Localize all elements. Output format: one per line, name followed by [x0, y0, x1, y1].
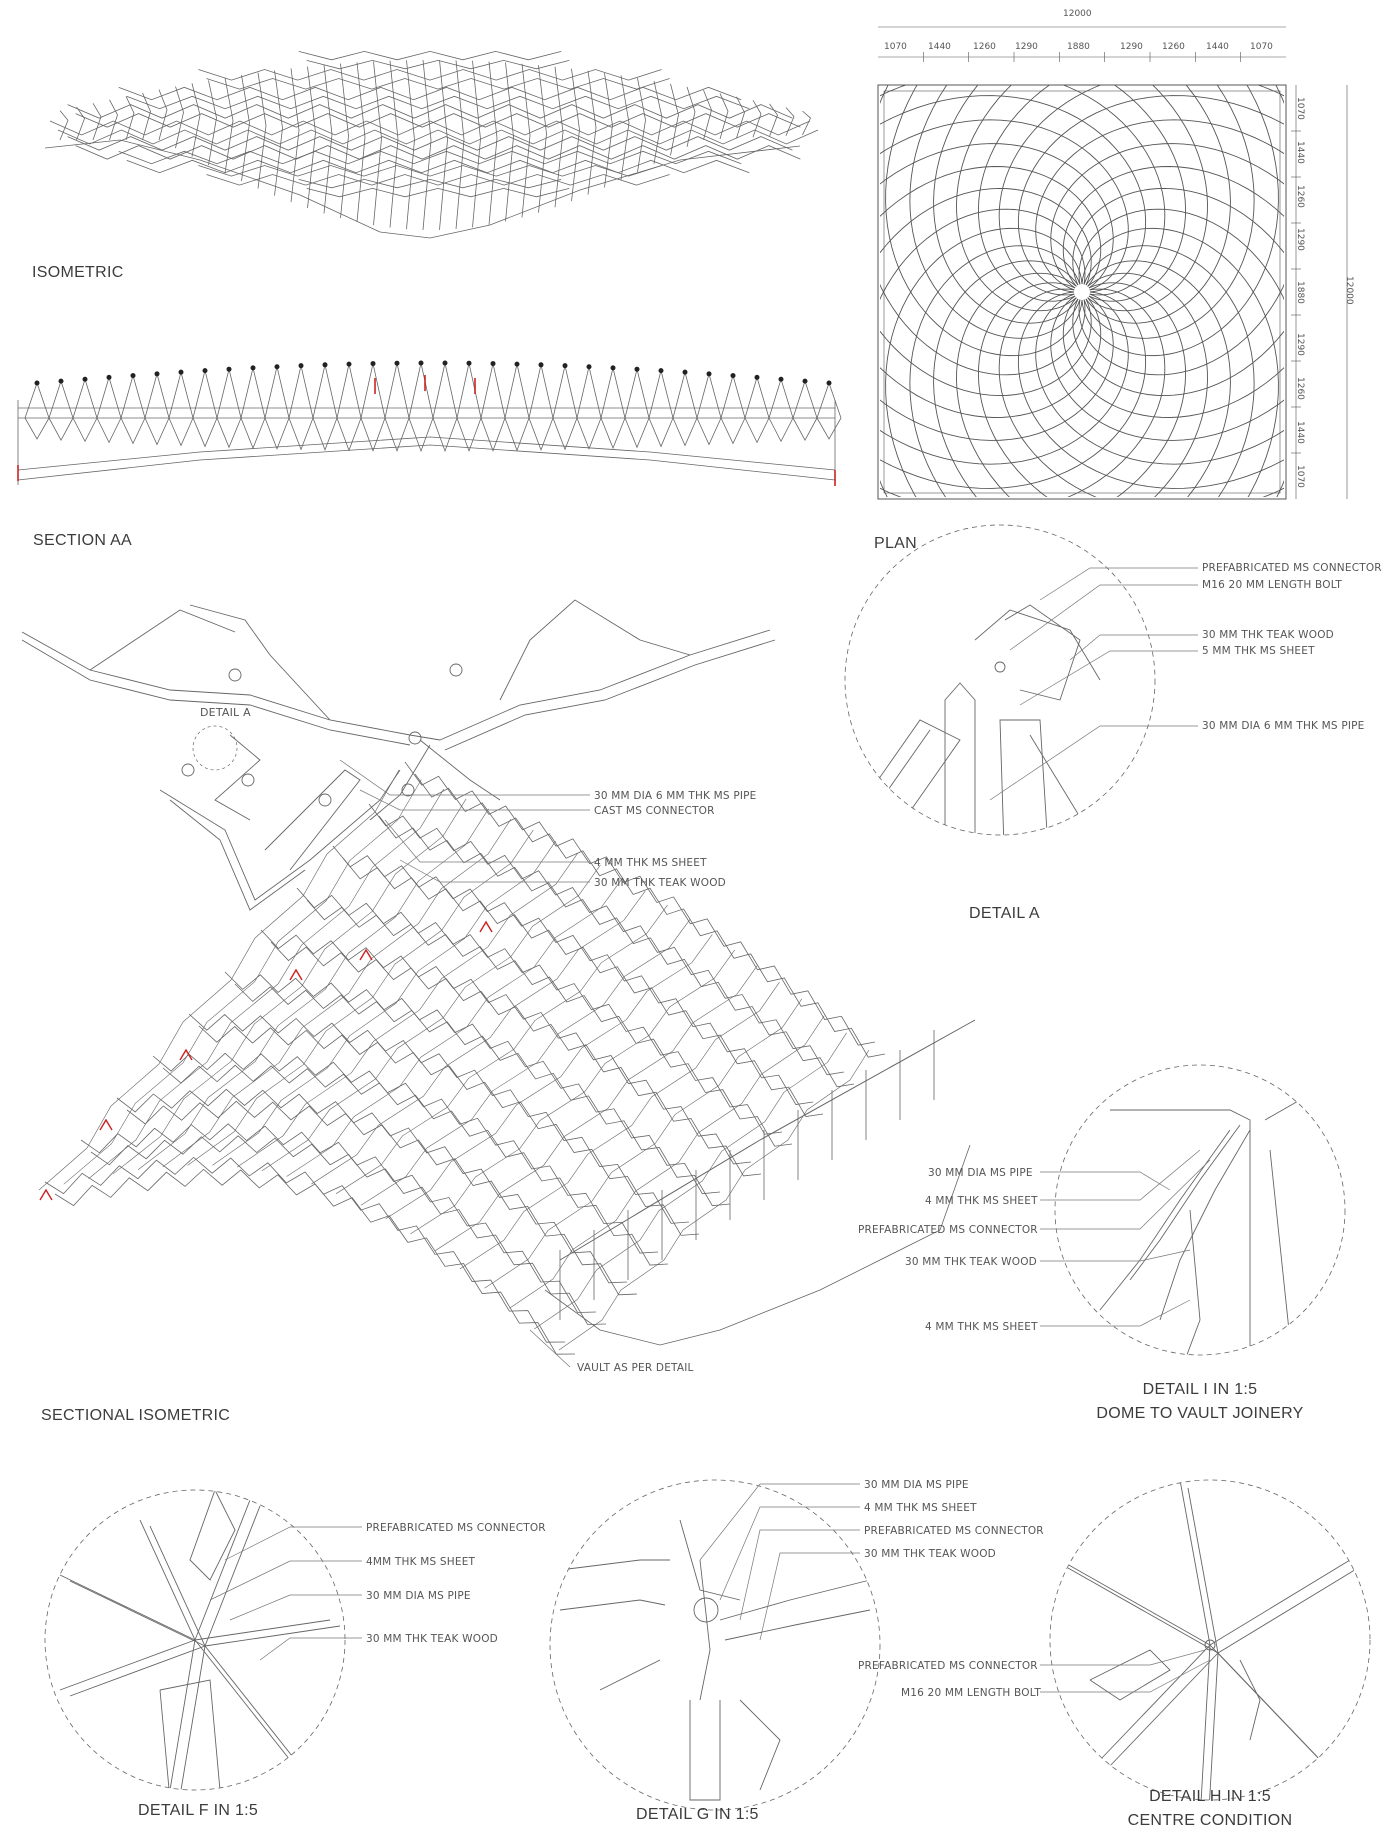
detail-i-title: DETAIL I IN 1:5 DOME TO VAULT JOINERY [1075, 1378, 1325, 1426]
plan-dim-side-1: 1070 [1295, 97, 1305, 120]
section-aa-title: SECTION AA [33, 532, 133, 549]
detail-f-note-2: 4MM THK MS SHEET [366, 1556, 476, 1568]
isometric-title: ISOMETRIC [32, 264, 124, 281]
section-aa-view [17, 360, 842, 486]
plan-dim-side-5: 1880 [1295, 281, 1305, 304]
detail-h-note-1: PREFABRICATED MS CONNECTOR [858, 1660, 1038, 1672]
exploded-note-1: 30 MM DIA 6 MM THK MS PIPE [594, 790, 757, 802]
exploded-note-3: 4 MM THK MS SHEET [594, 857, 707, 869]
plan-dim-side-7: 1260 [1295, 377, 1305, 400]
plan-dim-top-4: 1290 [1015, 42, 1038, 52]
plan-dim-top-9: 1070 [1250, 42, 1273, 52]
detail-g-note-3: PREFABRICATED MS CONNECTOR [864, 1525, 1044, 1537]
detail-f-note-3: 30 MM DIA MS PIPE [366, 1590, 471, 1602]
plan-dim-side-4: 1290 [1295, 228, 1305, 251]
plan-dim-top-3: 1260 [973, 42, 996, 52]
plan-overall-dim-top: 12000 [1063, 9, 1092, 19]
detail-a-note-3: 30 MM THK TEAK WOOD [1202, 629, 1334, 641]
plan-dim-side-2: 1440 [1295, 141, 1305, 164]
isometric-view [44, 50, 819, 239]
detail-f-note-1: PREFABRICATED MS CONNECTOR [366, 1522, 546, 1534]
plan-overall-dim-side: 12000 [1344, 276, 1354, 305]
detail-i-title-line1: DETAIL I IN 1:5 [1142, 1381, 1258, 1398]
plan-dim-side-3: 1260 [1295, 185, 1305, 208]
exploded-callout-detail-a: DETAIL A [200, 706, 251, 719]
detail-h-title-line2: CENTRE CONDITION [1127, 1812, 1293, 1829]
detail-a-note-5: 30 MM DIA 6 MM THK MS PIPE [1202, 720, 1365, 732]
detail-h-note-2: M16 20 MM LENGTH BOLT [901, 1687, 1041, 1699]
plan-dim-top-2: 1440 [928, 42, 951, 52]
detail-i-note-4: 30 MM THK TEAK WOOD [905, 1256, 1037, 1268]
plan-view [877, 26, 1348, 500]
plan-dim-side-9: 1070 [1295, 465, 1305, 488]
detail-h-title-line1: DETAIL H IN 1:5 [1149, 1788, 1271, 1805]
plan-dim-side-6: 1290 [1295, 333, 1305, 356]
plan-dim-side-8: 1440 [1295, 421, 1305, 444]
detail-i-note-3: PREFABRICATED MS CONNECTOR [858, 1224, 1038, 1236]
leader-lines [209, 567, 1211, 1693]
plan-dim-top-7: 1260 [1162, 42, 1185, 52]
sectional-isometric-title: SECTIONAL ISOMETRIC [41, 1407, 231, 1424]
detail-g-title: DETAIL G IN 1:5 [636, 1806, 759, 1823]
sectional-isometric-view [38, 761, 976, 1355]
detail-a-title: DETAIL A [969, 905, 1040, 922]
plan-title: PLAN [874, 535, 917, 552]
exploded-note-4: 30 MM THK TEAK WOOD [594, 877, 726, 889]
detail-i-note-1: 30 MM DIA MS PIPE [928, 1167, 1033, 1179]
detail-h-title: DETAIL H IN 1:5 CENTRE CONDITION [1100, 1785, 1320, 1833]
sectional-note-1: VAULT AS PER DETAIL [577, 1362, 694, 1374]
detail-g-note-1: 30 MM DIA MS PIPE [864, 1479, 969, 1491]
detail-g-note-4: 30 MM THK TEAK WOOD [864, 1548, 996, 1560]
plan-dim-top-6: 1290 [1120, 42, 1143, 52]
detail-circles [44, 524, 1371, 1811]
plan-dim-top-5: 1880 [1067, 42, 1090, 52]
detail-f-title: DETAIL F IN 1:5 [138, 1802, 259, 1819]
exploded-note-2: CAST MS CONNECTOR [594, 805, 715, 817]
detail-g-note-2: 4 MM THK MS SHEET [864, 1502, 977, 1514]
plan-dim-top-8: 1440 [1206, 42, 1229, 52]
detail-i-title-line2: DOME TO VAULT JOINERY [1096, 1405, 1304, 1422]
plan-dim-top-1: 1070 [884, 42, 907, 52]
detail-a-note-4: 5 MM THK MS SHEET [1202, 645, 1315, 657]
detail-a-note-2: M16 20 MM LENGTH BOLT [1202, 579, 1342, 591]
detail-i-note-2: 4 MM THK MS SHEET [925, 1195, 1038, 1207]
detail-f-note-4: 30 MM THK TEAK WOOD [366, 1633, 498, 1645]
detail-i-note-5: 4 MM THK MS SHEET [925, 1321, 1038, 1333]
detail-a-note-1: PREFABRICATED MS CONNECTOR [1202, 562, 1382, 574]
